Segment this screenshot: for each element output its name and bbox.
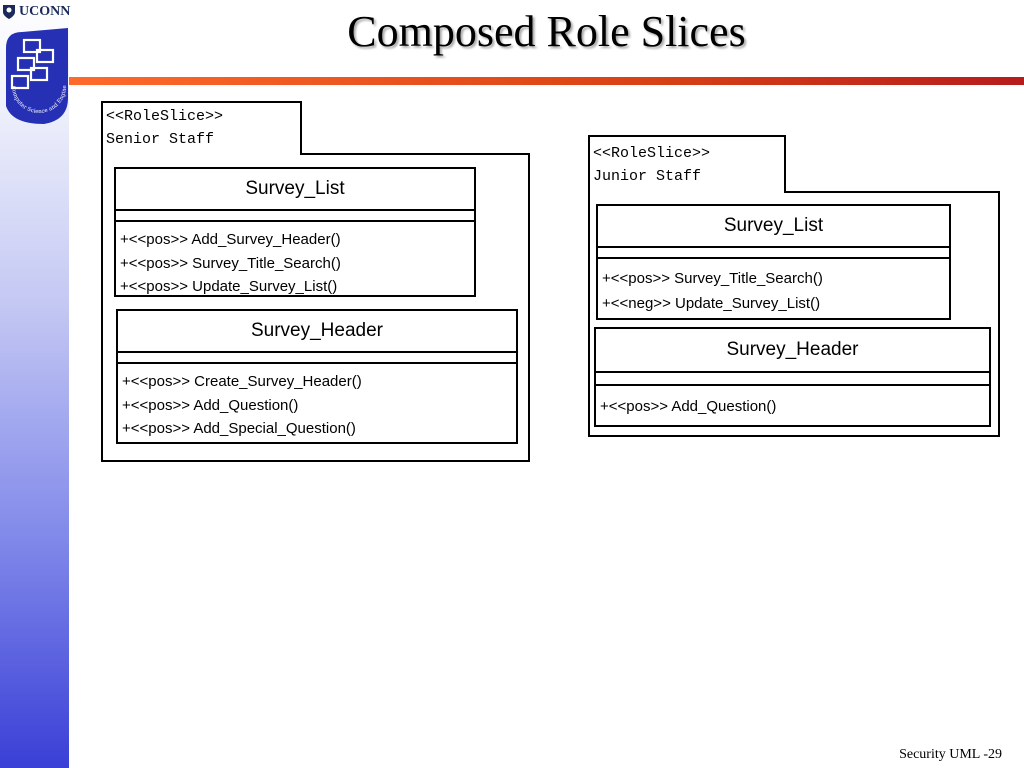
class-name: Survey_List [598,206,949,248]
operation: +<<pos>> Survey_Title_Search() [602,270,823,287]
attribute-compartment [598,248,949,259]
page-title: Composed Role Slices [347,7,746,56]
operations-compartment: +<<pos>> Add_Survey_Header() +<<pos>> Su… [116,222,474,299]
slide-footer: Security UML -29 [899,747,1002,762]
uconn-seal-icon [3,5,15,19]
attribute-compartment [116,211,474,222]
junior-staff-tab: <<RoleSlice>> Junior Staff [588,135,786,193]
operation: +<<pos>> Add_Question() [122,396,299,414]
attribute-compartment [596,373,989,386]
slice-stereotype: <<RoleSlice>> [106,108,224,125]
senior-survey-list-class: Survey_List +<<pos>> Add_Survey_Header()… [114,167,476,297]
operation: +<<pos>> Create_Survey_Header() [122,373,362,390]
operations-compartment: +<<pos>> Add_Question() [596,386,989,419]
operations-compartment: +<<pos>> Create_Survey_Header() +<<pos>>… [118,364,516,441]
slice-stereotype: <<RoleSlice>> [593,145,711,162]
attribute-compartment [118,353,516,364]
class-name: Survey_Header [118,311,516,353]
operations-compartment: +<<pos>> Survey_Title_Search() +<<neg>> … [598,259,949,316]
uconn-logo: UCONN [2,2,70,22]
cse-logo-icon: Computer Science and Engineering [4,28,68,124]
junior-survey-header-class: Survey_Header +<<pos>> Add_Question() [594,327,991,427]
operation: +<<pos>> Survey_Title_Search() [120,254,341,272]
class-name: Survey_Header [596,329,989,373]
uconn-logo-text: UCONN [19,4,71,19]
slice-name: Junior Staff [593,168,702,185]
sidebar-gradient [0,0,69,768]
junior-survey-list-class: Survey_List +<<pos>> Survey_Title_Search… [596,204,951,320]
operation: +<<pos>> Update_Survey_List() [120,278,338,295]
operation: +<<pos>> Add_Survey_Header() [120,231,341,248]
class-name: Survey_List [116,169,474,211]
senior-survey-header-class: Survey_Header +<<pos>> Create_Survey_Hea… [116,309,518,444]
operation: +<<neg>> Update_Survey_List() [602,295,821,312]
slice-name: Senior Staff [106,131,215,148]
senior-staff-tab: <<RoleSlice>> Senior Staff [101,101,302,155]
operation: +<<pos>> Add_Special_Question() [122,420,356,437]
title-rule [69,77,1024,85]
operation: +<<pos>> Add_Question() [600,398,777,415]
